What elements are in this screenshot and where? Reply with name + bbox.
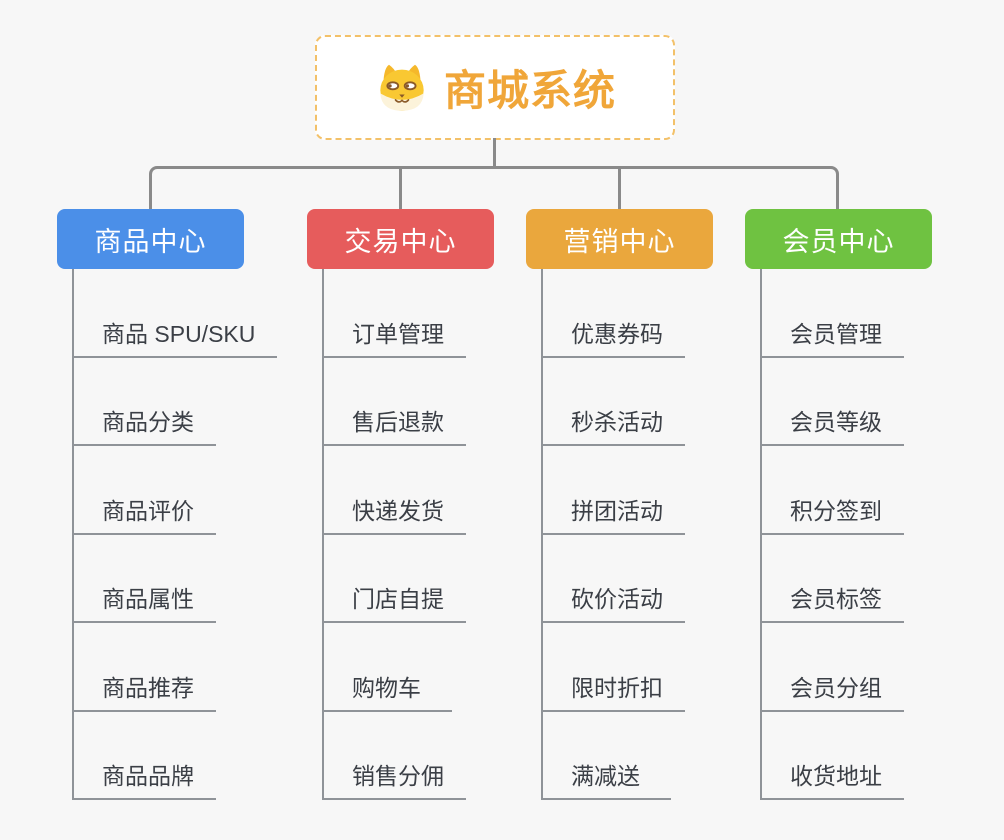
drop-connector-branch-2 [399, 169, 402, 210]
drop-connector-branch-3 [618, 169, 621, 210]
child-node[interactable]: 商品评价 [72, 446, 216, 535]
child-list-branch-3: 优惠券码秒杀活动拼团活动砍价活动限时折扣满减送 [541, 269, 761, 800]
child-node[interactable]: 商品品牌 [72, 712, 216, 800]
child-node[interactable]: 秒杀活动 [541, 358, 685, 446]
root-title: 商城系统 [443, 67, 616, 114]
child-list-branch-4: 会员管理会员等级积分签到会员标签会员分组收货地址 [760, 269, 980, 800]
child-node[interactable]: 商品推荐 [72, 623, 216, 712]
child-node[interactable]: 订单管理 [322, 269, 466, 358]
root-node-mall-system[interactable]: 商城系统 [315, 35, 675, 140]
child-node[interactable]: 拼团活动 [541, 446, 685, 535]
child-node[interactable]: 限时折扣 [541, 623, 685, 712]
child-node[interactable]: 购物车 [322, 623, 452, 712]
branch-node-2[interactable]: 交易中心 [307, 209, 494, 269]
child-node[interactable]: 积分签到 [760, 446, 904, 535]
branch-bus-connector [149, 166, 839, 210]
child-node[interactable]: 会员等级 [760, 358, 904, 446]
child-list-branch-2: 订单管理售后退款快递发货门店自提购物车销售分佣 [322, 269, 542, 800]
child-node[interactable]: 会员管理 [760, 269, 904, 358]
child-node[interactable]: 收货地址 [760, 712, 904, 800]
child-node[interactable]: 门店自提 [322, 535, 466, 623]
child-node[interactable]: 销售分佣 [322, 712, 466, 800]
child-node[interactable]: 优惠券码 [541, 269, 685, 358]
child-node[interactable]: 售后退款 [322, 358, 466, 446]
child-node[interactable]: 满减送 [541, 712, 671, 800]
child-node[interactable]: 快递发货 [322, 446, 466, 535]
root-stem-connector [493, 138, 496, 166]
child-node[interactable]: 商品属性 [72, 535, 216, 623]
branch-node-3[interactable]: 营销中心 [526, 209, 713, 269]
child-node[interactable]: 砍价活动 [541, 535, 685, 623]
child-node[interactable]: 会员分组 [760, 623, 904, 712]
child-node[interactable]: 商品分类 [72, 358, 216, 446]
dog-face-icon [380, 64, 424, 111]
child-node[interactable]: 商品 SPU/SKU [72, 269, 278, 358]
branch-node-1[interactable]: 商品中心 [57, 209, 244, 269]
child-node[interactable]: 会员标签 [760, 535, 904, 623]
branch-node-4[interactable]: 会员中心 [745, 209, 932, 269]
